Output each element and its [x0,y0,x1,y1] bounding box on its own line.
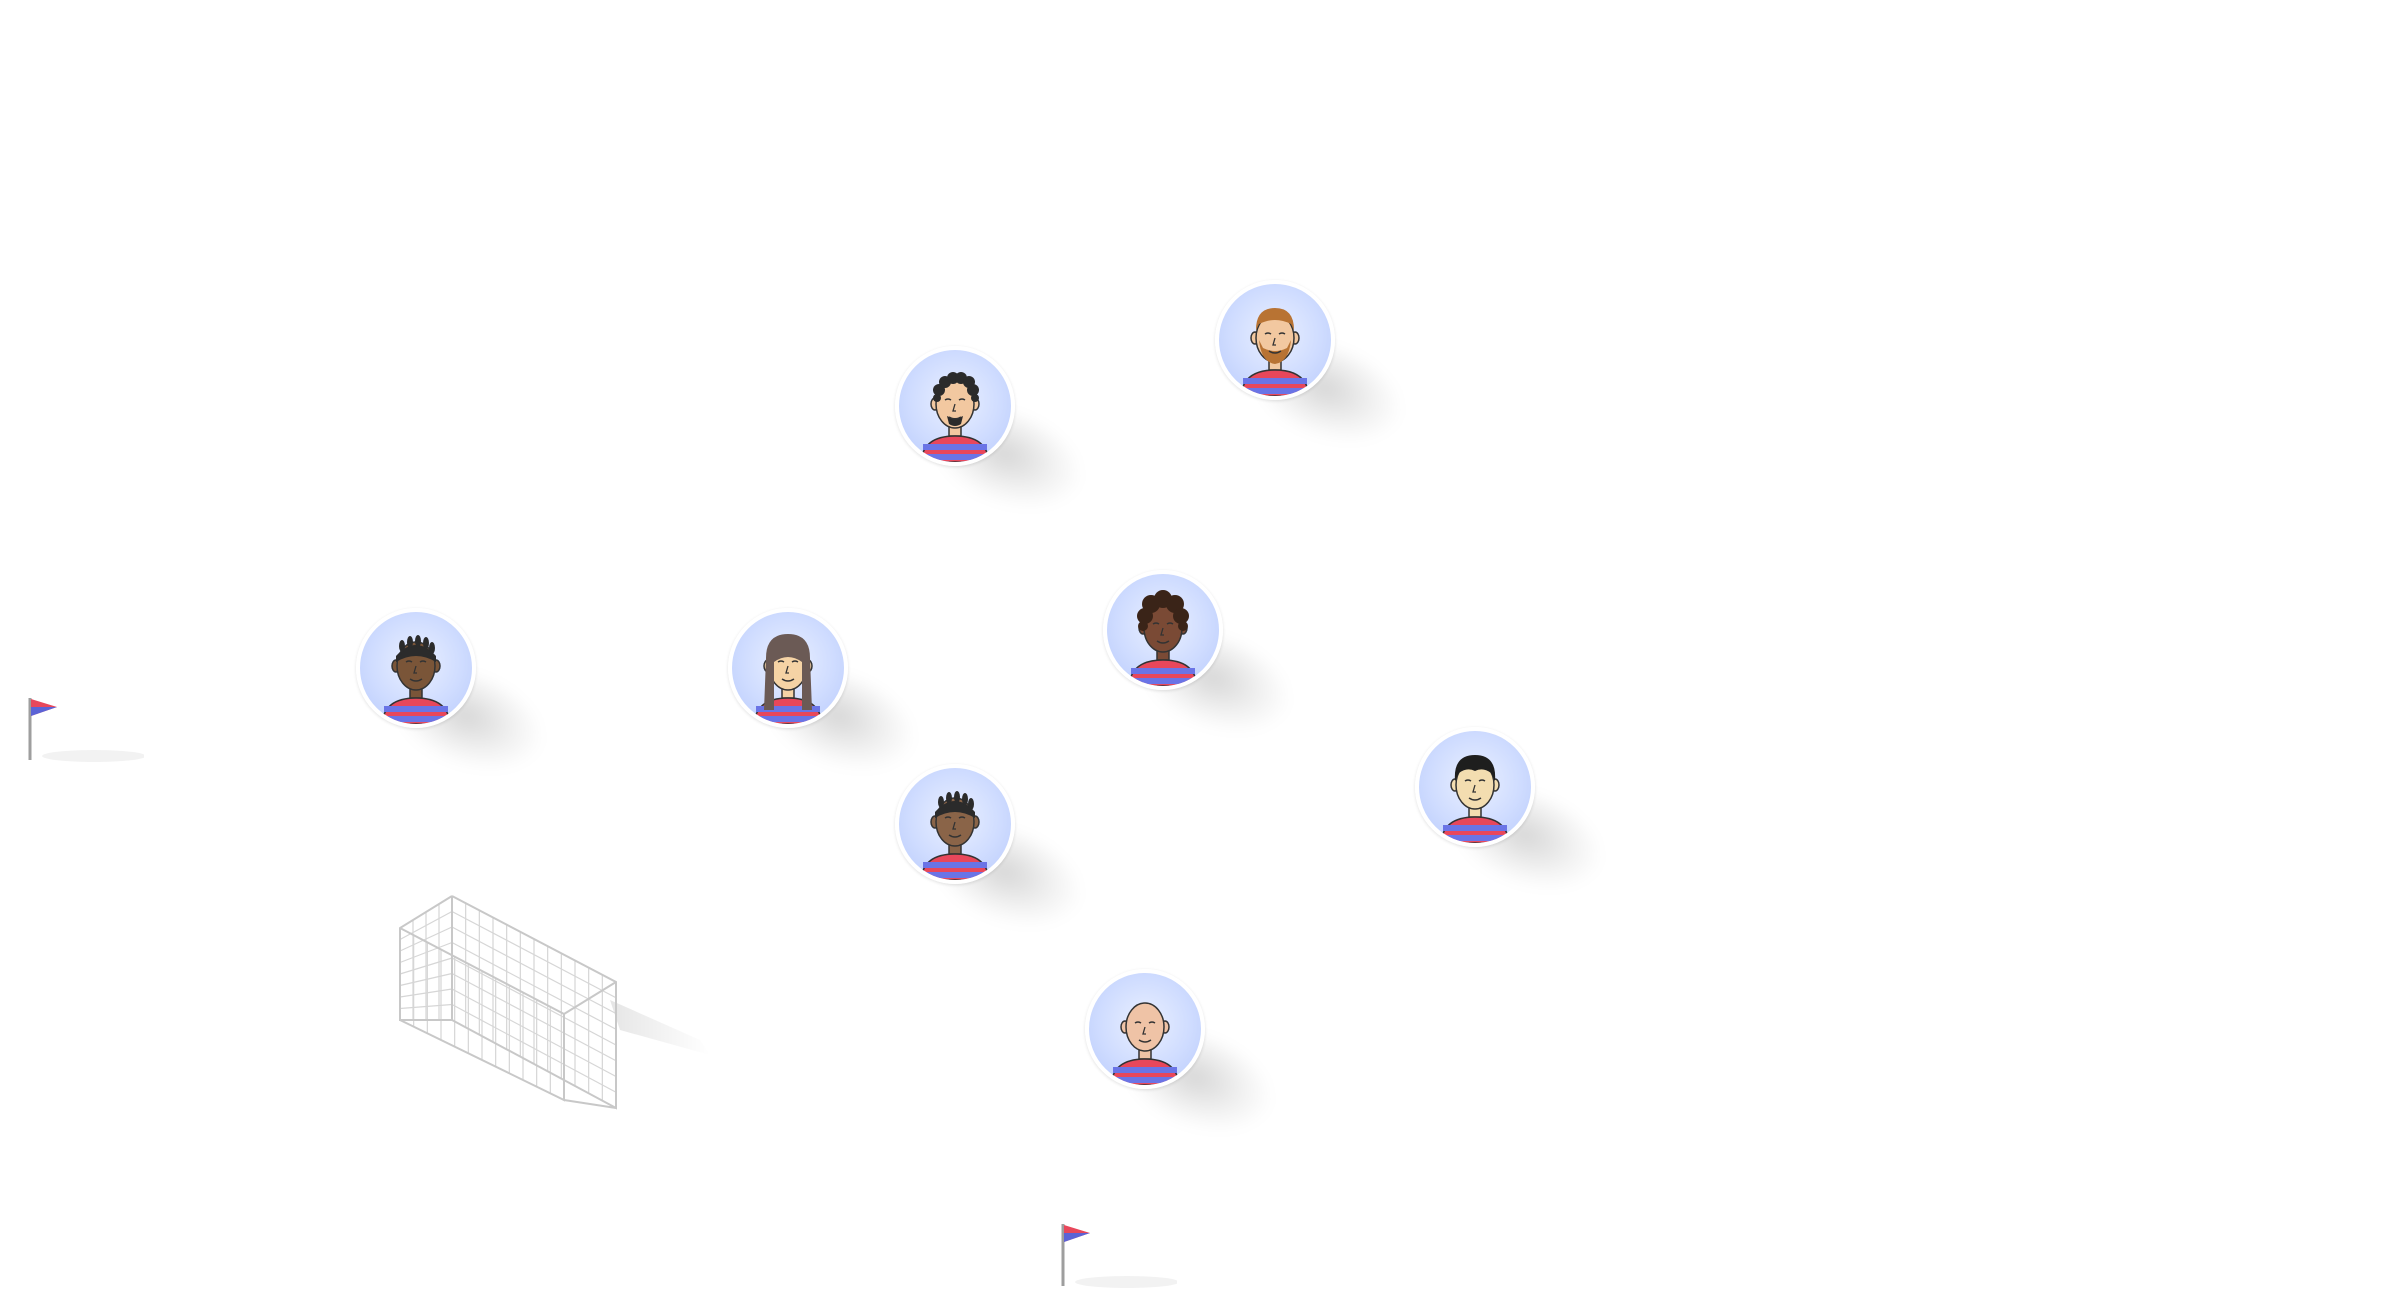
player-5[interactable] [1103,570,1305,755]
player-3[interactable] [895,346,1097,531]
player-8[interactable] [1085,969,1287,1154]
player-disc [1103,570,1223,690]
player-avatar-icon [753,634,823,724]
player-disc [356,608,476,728]
player-4[interactable] [1215,280,1417,465]
player-disc [728,608,848,728]
corner-flag-left [28,698,144,762]
corner-flag-bottom [1061,1224,1177,1288]
player-avatar-icon [381,635,451,724]
player-6[interactable] [895,764,1097,949]
player-disc [1415,727,1535,847]
player-1[interactable] [356,608,558,793]
player-disc [1085,969,1205,1089]
player-7[interactable] [1415,727,1617,912]
player-avatar-icon [1240,308,1310,396]
player-avatar-icon [1110,1002,1180,1085]
player-avatar-icon [1440,755,1510,843]
player-avatar-icon [920,372,990,462]
player-avatar-icon [1128,590,1198,686]
player-disc [895,764,1015,884]
player-disc [1215,280,1335,400]
goal-net-icon [399,895,710,1110]
player-2[interactable] [728,608,930,793]
player-avatar-icon [920,791,990,880]
player-disc [895,346,1015,466]
